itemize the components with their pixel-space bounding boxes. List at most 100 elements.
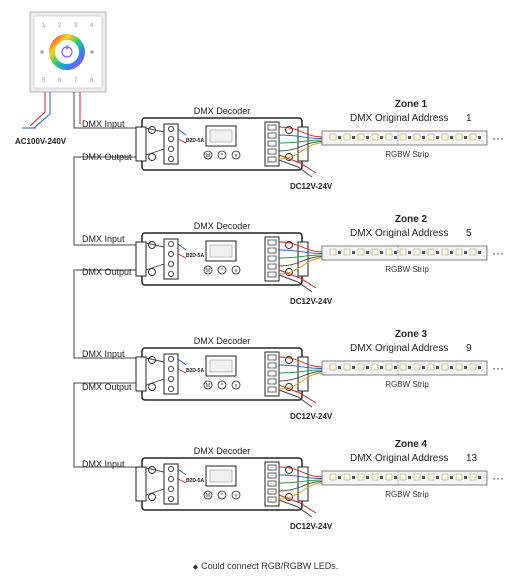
resistor-icon [408,251,411,254]
dmx-input-label: DMX Input [82,459,125,469]
led-chip-icon [399,248,407,256]
zone-title: Zone 1 [395,99,428,110]
panel-plus-icon[interactable] [90,50,94,54]
address-label: DMX Original Address [350,228,448,239]
led-chip-icon [371,473,379,481]
dmx-decoder: B2D-5AM^v [135,117,309,171]
terminal-screw-icon [167,240,174,247]
dmx-output-label: DMX Output [82,152,132,162]
resistor-icon [366,251,369,254]
dmx-decoder: B2D-5A M ^ v [135,232,309,286]
panel-key-6[interactable]: 6 [58,78,62,84]
resistor-icon [352,366,355,369]
strip-wires [278,466,323,500]
up-button[interactable]: ^ [217,265,227,275]
terminal-screw-icon [167,260,174,267]
mode-button[interactable]: M [203,490,213,500]
terminal-screw-icon [167,375,174,382]
panel-minus-icon[interactable] [40,50,44,54]
button-label: M [206,153,210,159]
led-chip-icon [441,133,449,141]
panel-key-5[interactable]: 5 [42,78,46,84]
panel-key-2[interactable]: 2 [58,23,62,29]
resistor-icon [366,476,369,479]
footnote-bullet: ◆ [192,564,199,571]
terminal-screw-icon [167,135,174,142]
power-label: DC12V-24V [290,522,333,531]
down-button[interactable]: v [231,380,241,390]
up-button[interactable]: ^ [217,380,227,390]
button-label: M [206,383,210,389]
up-button[interactable]: ^ [217,490,227,500]
mode-button[interactable]: M [203,380,213,390]
led-chip-icon [455,133,463,141]
led-chip-icon [469,133,477,141]
strip-wires [278,356,323,390]
zone-title: Zone 3 [395,329,428,340]
led-chip-icon [469,473,477,481]
terminal-screw-icon [167,270,174,277]
terminal-screw-icon [167,485,174,492]
resistor-icon [478,136,481,139]
led-chip-icon [427,248,435,256]
led-chip-icon [441,363,449,371]
led-chip-icon [455,248,463,256]
resistor-icon [436,366,439,369]
strip-label: RGBW Strip [385,490,429,499]
resistor-icon [394,366,397,369]
button-label: v [235,383,238,389]
button-label: M [206,268,210,274]
address-value: 13 [466,453,478,464]
led-chip-icon [455,363,463,371]
led-chip-icon [413,133,421,141]
daisy-chain-wires [73,156,146,468]
resistor-icon [352,476,355,479]
mode-button[interactable]: M [203,265,213,275]
down-button[interactable]: v [231,265,241,275]
led-chip-icon [329,473,337,481]
resistor-icon [408,366,411,369]
model-label: B2D-5A [186,478,204,484]
zone-title: Zone 2 [395,214,428,225]
panel-key-7[interactable]: 7 [74,78,78,84]
mounting-hole-icon [148,493,156,501]
led-chip-icon [385,473,393,481]
power-label: DC12V-24V [290,182,333,191]
resistor-icon [464,476,467,479]
led-chip-icon [357,473,365,481]
down-button[interactable]: v [231,150,241,160]
zone-title: Zone 4 [395,439,428,450]
up-button[interactable]: ^ [217,150,227,160]
resistor-icon [464,136,467,139]
mode-button[interactable]: M [203,150,213,160]
dmx-decoder: B2D-5A M ^ v [135,347,309,401]
resistor-icon [450,136,453,139]
panel-key-3[interactable]: 3 [74,23,78,29]
led-chip-icon [413,473,421,481]
terminal-screw-icon [167,365,174,372]
button-label: M [206,493,210,499]
ac-power-wires: AC100V-240V [15,92,67,146]
panel-top-numbers: 1 2 3 4 [42,23,94,29]
panel-key-8[interactable]: 8 [90,78,94,84]
color-wheel-icon[interactable] [49,34,85,70]
resistor-icon [450,476,453,479]
model-label: B2D-5A [186,253,204,259]
panel-key-4[interactable]: 4 [90,23,94,29]
resistor-icon [408,136,411,139]
resistor-icon [352,136,355,139]
down-button[interactable]: v [231,490,241,500]
led-chip-icon [385,133,393,141]
address-value: 1 [466,113,472,124]
resistor-icon [366,136,369,139]
panel-key-1[interactable]: 1 [42,23,46,29]
button-label: ^ [221,268,224,274]
led-chip-icon [413,248,421,256]
model-label: B2D-5A [186,368,204,374]
led-chip-icon [399,473,407,481]
led-chip-icon [371,363,379,371]
